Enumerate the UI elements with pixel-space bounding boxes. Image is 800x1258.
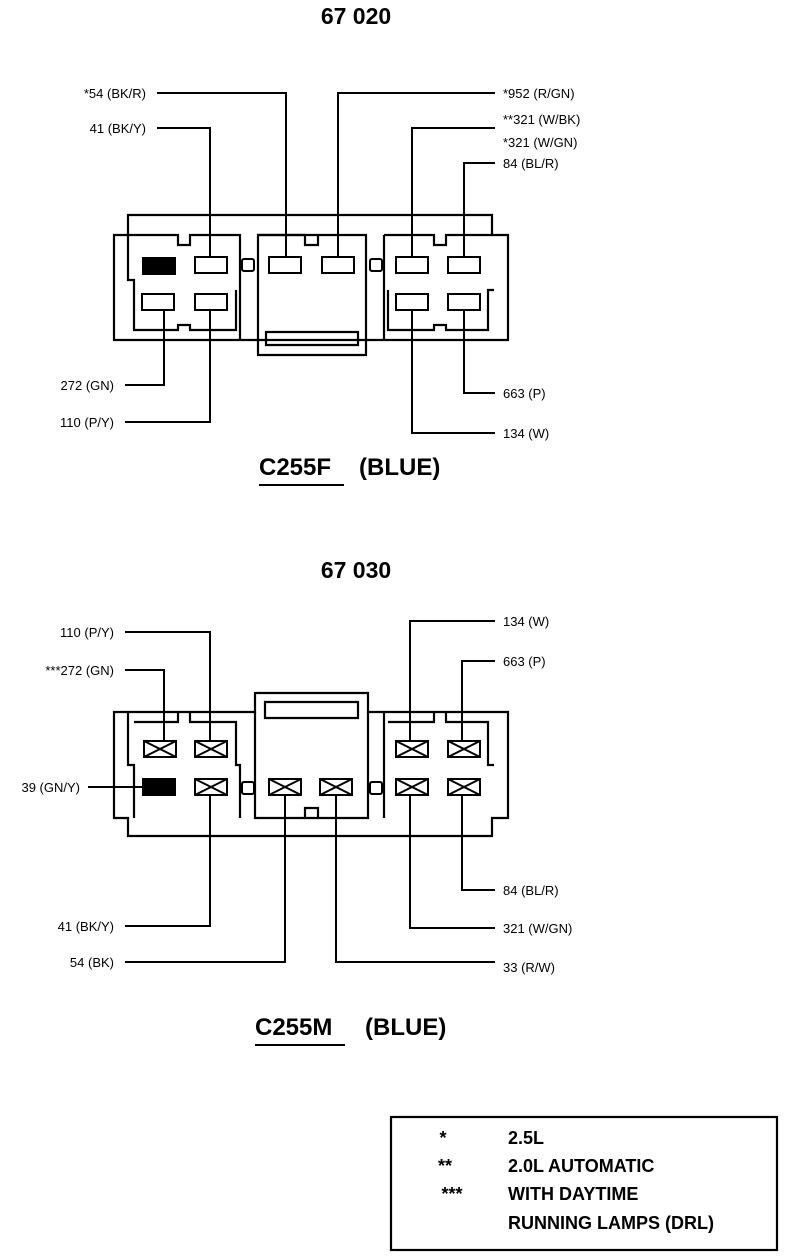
bottom-label-33: 33 (R/W) [503, 960, 555, 975]
bottom-label-84: 84 (BL/R) [503, 883, 559, 898]
legend-text-3: WITH DAYTIME [508, 1184, 638, 1204]
bottom-pin-e1 [395, 740, 429, 758]
top-label-321-wbk: **321 (W/BK) [503, 112, 580, 127]
bottom-connector-section: 67 030 [21, 557, 572, 1046]
top-part-number: 67 020 [321, 3, 391, 29]
bottom-part-number: 67 030 [321, 557, 391, 583]
bottom-label-41: 41 (BK/Y) [58, 919, 114, 934]
bottom-connector-color: (BLUE) [365, 1014, 446, 1041]
top-pin-e1 [395, 256, 429, 274]
top-connector-id: C255F [259, 454, 331, 481]
legend: * 2.5L ** 2.0L AUTOMATIC *** WITH DAYTIM… [389, 1115, 779, 1252]
bottom-pin-c2 [319, 778, 353, 796]
legend-text-2: 2.0L AUTOMATIC [508, 1156, 654, 1176]
bottom-pin-c1 [268, 778, 302, 796]
top-connector-section: 67 020 [60, 3, 580, 486]
legend-text-4: RUNNING LAMPS (DRL) [508, 1213, 714, 1233]
top-connector-color: (BLUE) [359, 454, 440, 481]
top-pin-f2 [447, 293, 481, 311]
top-pin-b1 [194, 256, 228, 274]
top-pin-b2 [194, 293, 228, 311]
bottom-pin-f2 [447, 778, 481, 796]
top-label-41: 41 (BK/Y) [90, 121, 146, 136]
bottom-wires [88, 620, 495, 963]
bottom-label-321: 321 (W/GN) [503, 921, 572, 936]
bottom-connector-id: C255M [255, 1014, 332, 1041]
bottom-pin-f1 [447, 740, 481, 758]
bottom-pin-blocked [142, 778, 176, 796]
top-label-110: 110 (P/Y) [60, 415, 114, 430]
bottom-label-663: 663 (P) [503, 654, 546, 669]
bottom-pin-e2 [395, 778, 429, 796]
legend-box [389, 1115, 779, 1252]
top-pin-c2 [321, 256, 355, 274]
top-label-134: 134 (W) [503, 426, 549, 441]
top-label-84: 84 (BL/R) [503, 156, 559, 171]
bottom-pins [142, 740, 481, 796]
legend-symbol-2: ** [438, 1156, 452, 1176]
top-pin-c1 [268, 256, 302, 274]
bottom-label-110: 110 (P/Y) [60, 625, 114, 640]
legend-text-1: 2.5L [508, 1128, 544, 1148]
top-label-663: 663 (P) [503, 386, 546, 401]
bottom-label-272: ***272 (GN) [45, 663, 114, 678]
top-label-54: *54 (BK/R) [84, 86, 146, 101]
bottom-pin-b2 [194, 778, 228, 796]
top-pin-f1 [447, 256, 481, 274]
top-wire-labels: *54 (BK/R) 41 (BK/Y) *952 (R/GN) **321 (… [60, 86, 580, 441]
bottom-label-54: 54 (BK) [70, 955, 114, 970]
bottom-pin-a1 [143, 740, 177, 758]
top-label-272: 272 (GN) [61, 378, 114, 393]
legend-symbol-1: * [439, 1128, 446, 1148]
legend-symbol-3: *** [441, 1184, 462, 1204]
bottom-pin-b1 [194, 740, 228, 758]
top-pin-a2 [141, 293, 175, 311]
top-pin-blocked [142, 257, 176, 275]
bottom-label-134: 134 (W) [503, 614, 549, 629]
bottom-connector-body [112, 691, 510, 838]
top-label-321-wgn: *321 (W/GN) [503, 135, 577, 150]
bottom-label-39: 39 (GN/Y) [21, 780, 80, 795]
top-label-952: *952 (R/GN) [503, 86, 575, 101]
top-wires [125, 92, 495, 434]
top-pin-e2 [395, 293, 429, 311]
top-connector-body [112, 213, 510, 357]
bottom-wire-labels: 110 (P/Y) ***272 (GN) 39 (GN/Y) 134 (W) … [21, 614, 572, 975]
